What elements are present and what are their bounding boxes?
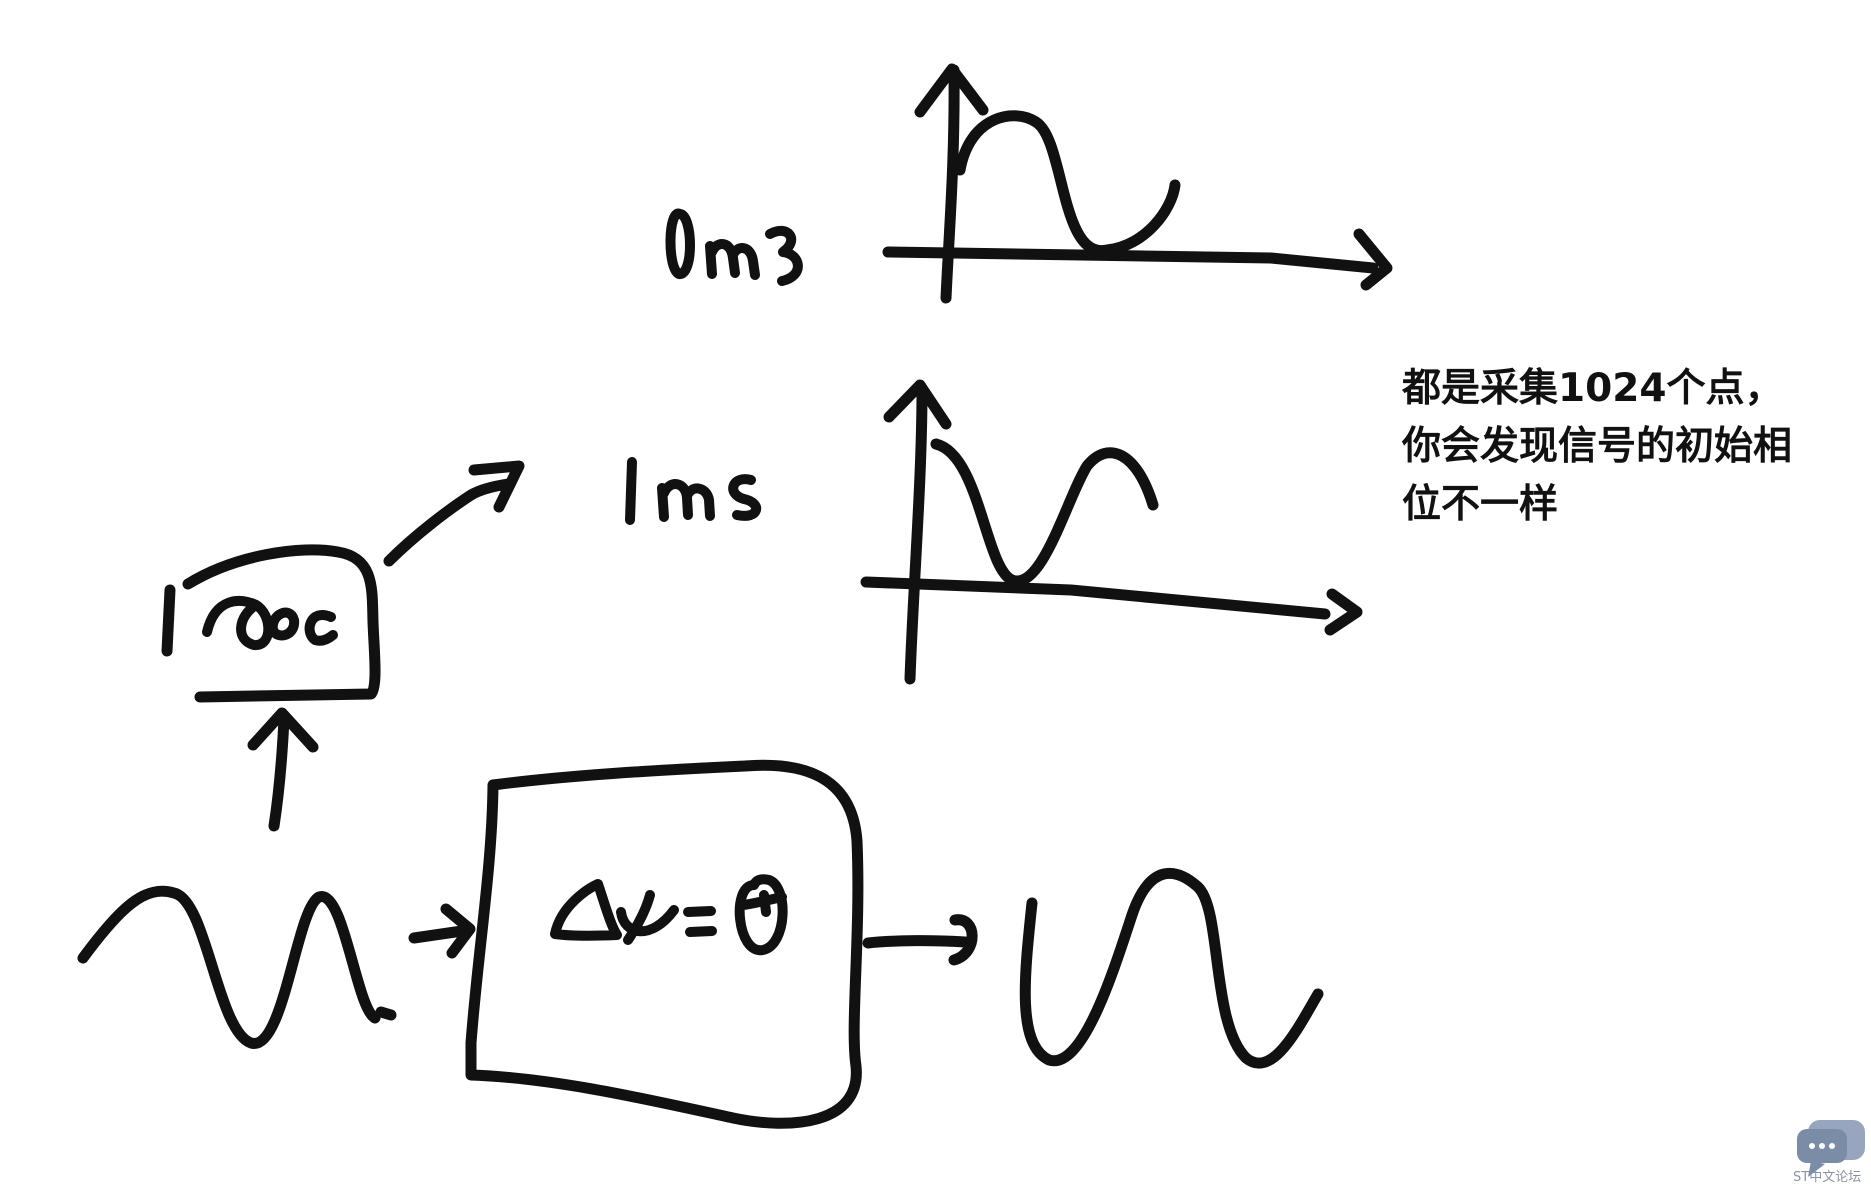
adc-label <box>202 595 338 650</box>
x-axis-middle <box>860 576 1363 636</box>
phase-shift-system <box>77 759 1324 1129</box>
y-axis-middle <box>883 379 952 685</box>
time-label-1ms <box>625 457 761 525</box>
output-waveform <box>1019 867 1324 1069</box>
note-line-3: 位不一样 <box>1402 482 1559 527</box>
annotation-note: 都是采集1024个点， 你会发现信号的初始相 位不一样 <box>1402 360 1842 534</box>
input-waveform <box>77 885 397 1049</box>
adc-input-arrow <box>247 707 319 832</box>
plot-0ms <box>665 63 1393 304</box>
waveform-middle <box>930 438 1159 587</box>
note-line-2: 你会发现信号的初始相 <box>1402 424 1793 469</box>
input-arrow <box>408 903 476 959</box>
adc-block <box>161 460 525 832</box>
note-line-1: 都是采集1024个点， <box>1402 366 1784 411</box>
phase-shift-box <box>465 759 864 1129</box>
adc-box <box>161 544 381 703</box>
x-axis-top <box>882 228 1393 291</box>
y-axis-top <box>914 63 989 304</box>
time-label-0ms <box>665 208 803 286</box>
watermark-icon <box>1797 1120 1865 1177</box>
phase-shift-label <box>550 874 788 956</box>
waveform-top <box>954 110 1181 256</box>
output-arrow <box>862 914 978 966</box>
plot-1ms <box>625 379 1363 685</box>
adc-output-arrow <box>383 460 525 567</box>
watermark-text: ST中文论坛 <box>1793 1170 1862 1185</box>
